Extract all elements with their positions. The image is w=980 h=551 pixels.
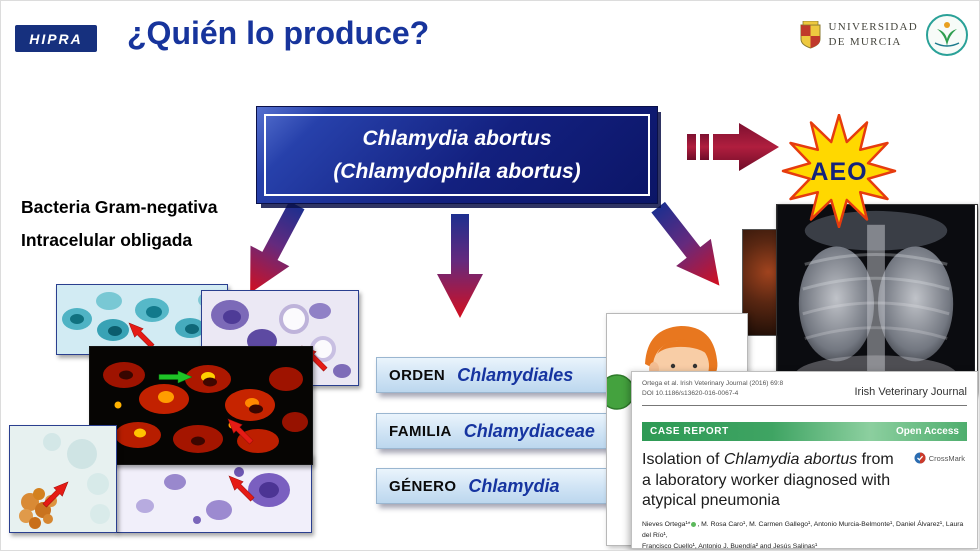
article-authors: Nieves Ortega¹*, M. Rosa Caro¹, M. Carme… <box>642 520 967 550</box>
university-name: UNIVERSIDAD DE MURCIA <box>829 20 918 51</box>
article-title-post: from a laboratory worker diagnosed with … <box>642 450 894 510</box>
chest-xray-image <box>776 204 978 395</box>
page-title: ¿Quién lo produce? <box>127 15 430 51</box>
note-intracellular: Intracelular obligada <box>21 230 193 250</box>
author-first: Nieves Ortega¹* <box>642 521 691 529</box>
journal-name: Irish Veterinary Journal <box>854 386 968 398</box>
umu-emblem-icon <box>926 14 968 56</box>
crossmark-label: CrossMark <box>928 453 965 463</box>
paper-divider <box>642 404 967 406</box>
authors-rest-line1: , M. Rosa Caro¹, M. Carmen Gallego¹, Ant… <box>642 521 964 540</box>
crossmark-icon <box>914 452 926 464</box>
green-pointer-icon <box>158 370 193 384</box>
umu-crest-icon <box>800 21 821 49</box>
micrograph-orange-cluster <box>9 425 117 533</box>
crossmark-badge: CrossMark <box>914 452 965 464</box>
open-access-label: Open Access <box>896 425 959 437</box>
starburst-icon <box>781 114 897 228</box>
chlamydia-title-box-frame: Chlamydia abortus (Chlamydophila abortus… <box>264 114 650 196</box>
taxonomy-label: GÉNERO <box>389 477 457 495</box>
taxonomy-value: Chlamydia <box>468 475 560 496</box>
university-logo-group: UNIVERSIDAD DE MURCIA <box>799 13 969 57</box>
micrograph-teal-cells <box>56 284 228 355</box>
aeo-label: AEO <box>810 158 867 186</box>
aeo-burst: AEO <box>781 114 897 228</box>
red-pointer-icon <box>42 481 69 508</box>
chlamydophila-name: (Chlamydophila abortus) <box>333 159 581 183</box>
paper-citation: Ortega et al. Irish Veterinary Journal (… <box>642 379 783 399</box>
micrograph-purple-bottom <box>116 453 312 533</box>
red-pointer-icon <box>227 418 254 445</box>
bacteria-notes: Bacteria Gram-negativa Intracelular obli… <box>21 191 217 257</box>
citation-line1: Ortega et al. Irish Veterinary Journal (… <box>642 380 784 387</box>
red-pointer-icon <box>228 475 255 502</box>
article-title-pre: Isolation of <box>642 450 724 468</box>
arrow-right-icon <box>687 123 779 171</box>
chlamydia-name: Chlamydia abortus <box>362 126 552 150</box>
article-title-species: Chlamydia abortus <box>723 450 858 468</box>
micrograph-fluorescence <box>89 346 313 465</box>
citation-line2: DOI 10.1186/s13620-016-0067-4 <box>642 389 739 397</box>
taxonomy-row-orden: ORDEN Chlamydiales <box>376 357 613 393</box>
article-type-label: CASE REPORT <box>650 425 729 437</box>
orcid-icon <box>691 521 697 527</box>
case-report-banner: CASE REPORT Open Access <box>642 421 967 441</box>
taxonomy-label: ORDEN <box>389 366 446 384</box>
chlamydia-title-box: Chlamydia abortus (Chlamydophila abortus… <box>257 107 657 203</box>
taxonomy-row-genero: GÉNERO Chlamydia <box>376 468 613 504</box>
paper-header: Ortega et al. Irish Veterinary Journal (… <box>632 372 977 399</box>
taxonomy-label: FAMILIA <box>389 422 452 440</box>
taxonomy-value: Chlamydiaceae <box>463 420 595 441</box>
arrow-down-right-icon <box>651 201 720 286</box>
authors-line2: Francisco Cuello¹, Antonio J. Buendía² a… <box>642 542 818 550</box>
journal-article-card: Ortega et al. Irish Veterinary Journal (… <box>631 371 978 550</box>
note-gram-negative: Bacteria Gram-negativa <box>21 197 218 217</box>
article-title: Isolation of Chlamydia abortus from a la… <box>642 450 900 512</box>
green-ball-icon <box>599 374 635 410</box>
university-name-line2: DE MURCIA <box>828 36 902 48</box>
taxonomy-row-familia: FAMILIA Chlamydiaceae <box>376 413 613 449</box>
arrow-down-left-icon <box>250 201 305 294</box>
university-name-line1: UNIVERSIDAD <box>828 20 918 33</box>
hipra-logo-text: HIPRA <box>29 30 83 47</box>
arrow-down-icon <box>437 214 483 318</box>
hipra-logo: HIPRA <box>15 25 97 52</box>
taxonomy-value: Chlamydiales <box>457 364 574 385</box>
